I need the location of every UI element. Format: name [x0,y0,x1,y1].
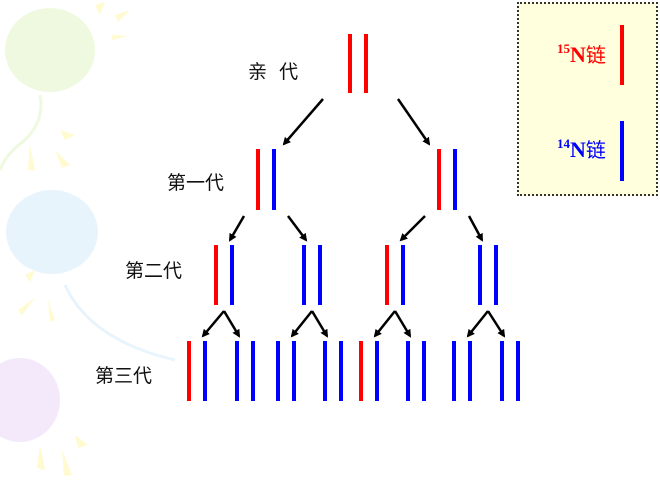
replication-arrow [373,310,396,338]
replication-arrow [466,310,489,338]
element-symbol: N [570,42,586,67]
label-parent-generation: 亲 代 [248,61,299,83]
replication-arrow [399,215,426,242]
replication-arrow [282,98,324,146]
replication-arrow [396,98,431,146]
replication-arrow [467,215,484,242]
label-first-generation: 第一代 [167,172,225,194]
legend-n15-label: 15N链 [557,39,606,68]
legend-n15-strand [620,25,624,85]
replication-arrow [287,215,308,242]
replication-arrow [222,310,241,338]
label-second-generation: 第二代 [125,260,183,282]
legend-n14-label: 14N链 [557,134,606,163]
replication-arrow [228,215,246,242]
replication-arrow [393,310,412,338]
legend-n14-strand [620,121,624,181]
replication-arrow [310,310,329,338]
element-symbol: N [570,137,586,162]
replication-arrow [486,310,506,338]
mass-number: 14 [557,136,570,151]
replication-arrow [201,310,225,338]
balloon-decoration [0,2,176,476]
label-third-generation: 第三代 [95,365,153,387]
mass-number: 15 [557,41,570,56]
strand-word: 链 [585,138,606,162]
strand-word: 链 [585,43,606,67]
replication-arrow [290,310,313,338]
legend-box: 15N链 14N链 [517,2,658,196]
